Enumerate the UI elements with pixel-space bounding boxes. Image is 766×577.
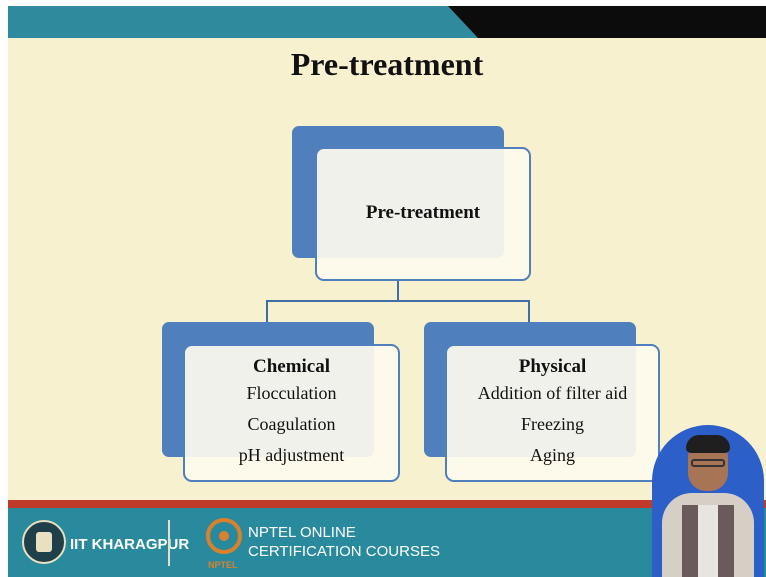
root-node-label: Pre-treatment: [365, 202, 481, 223]
physical-title: Physical: [518, 356, 587, 377]
iit-name: IIT KHARAGPUR: [70, 536, 190, 553]
physical-item: Addition of filter aid: [477, 383, 628, 403]
physical-item: Aging: [530, 445, 575, 465]
footer-divider: [168, 520, 170, 566]
chemical-item: Flocculation: [246, 383, 337, 403]
nptel-logo-icon: [206, 518, 242, 554]
nptel-logo-text: NPTEL: [208, 560, 238, 570]
slide-title: Pre-treatment: [290, 46, 484, 82]
chemical-item: pH adjustment: [238, 445, 345, 465]
presenter-glasses-icon: [691, 459, 725, 467]
nptel-title-line2: CERTIFICATION COURSES: [248, 543, 440, 560]
connector-right: [528, 300, 530, 322]
top-black-band: [448, 6, 766, 38]
slide: Pre-treatment Pre-treatment Chemical Flo…: [8, 6, 766, 577]
nptel-title-line1: NPTEL ONLINE: [248, 524, 356, 541]
presenter-hair: [686, 435, 730, 453]
physical-item: Freezing: [521, 414, 584, 434]
chemical-title: Chemical: [252, 356, 331, 377]
connector-left: [266, 300, 268, 322]
chemical-node: Chemical Flocculation Coagulation pH adj…: [183, 344, 400, 482]
presenter-shirt: [698, 505, 718, 577]
iit-logo-icon: [22, 520, 66, 564]
connector-vertical: [397, 281, 399, 301]
footer-divider-line: [8, 500, 766, 508]
chemical-item: Coagulation: [247, 414, 336, 434]
presenter-video: [652, 425, 764, 577]
physical-node: Physical Addition of filter aid Freezing…: [445, 344, 660, 482]
connector-horizontal: [266, 300, 530, 302]
footer: IIT KHARAGPUR NPTEL NPTEL ONLINE CERTIFI…: [8, 508, 766, 577]
root-node: Pre-treatment: [315, 147, 531, 281]
